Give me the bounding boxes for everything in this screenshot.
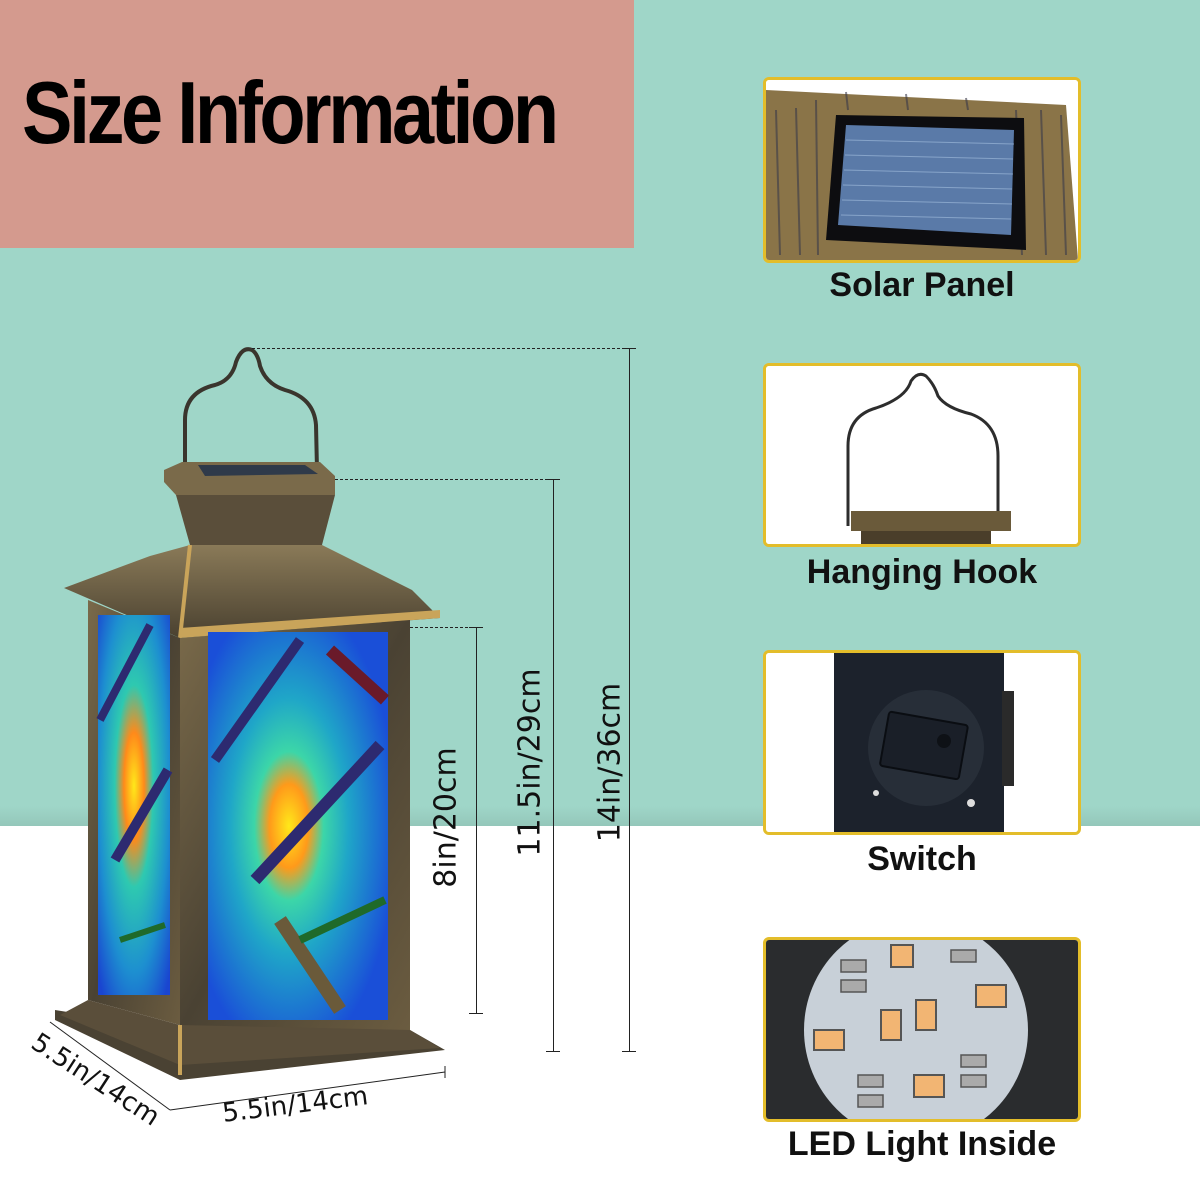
body-height-line bbox=[553, 479, 554, 1051]
total-height-line bbox=[629, 348, 630, 1051]
body-height-label: 11.5in/29cm bbox=[512, 668, 548, 857]
title-banner: Size Information bbox=[0, 0, 634, 248]
hanging-hook-label: Hanging Hook bbox=[806, 553, 1038, 591]
solar-panel-card bbox=[763, 77, 1081, 263]
led-board-icon bbox=[766, 940, 1078, 1119]
switch-card bbox=[763, 650, 1081, 835]
total-height-guide bbox=[252, 348, 630, 349]
tick bbox=[469, 1013, 483, 1014]
hanging-hook-card bbox=[763, 363, 1081, 547]
glass-height-guide bbox=[410, 627, 478, 628]
tick bbox=[469, 627, 483, 628]
led-light-label: LED Light Inside bbox=[787, 1125, 1057, 1163]
tick bbox=[622, 348, 636, 349]
page-title: Size Information bbox=[22, 63, 559, 162]
solar-panel-icon bbox=[766, 80, 1078, 260]
tick bbox=[546, 1051, 560, 1052]
glass-height-label: 8in/20cm bbox=[428, 747, 464, 888]
switch-icon bbox=[766, 653, 1078, 832]
led-light-card bbox=[763, 937, 1081, 1122]
hanging-hook-icon bbox=[766, 366, 1078, 544]
total-height-label: 14in/36cm bbox=[592, 682, 628, 843]
switch-label: Switch bbox=[867, 840, 977, 878]
lantern-image bbox=[55, 347, 445, 1080]
body-height-guide bbox=[335, 479, 553, 480]
base-dimension-lines bbox=[49, 1021, 446, 1111]
glass-height-line bbox=[476, 627, 477, 1013]
tick bbox=[622, 1051, 636, 1052]
tick bbox=[546, 479, 560, 480]
solar-panel-label: Solar Panel bbox=[829, 266, 1015, 304]
